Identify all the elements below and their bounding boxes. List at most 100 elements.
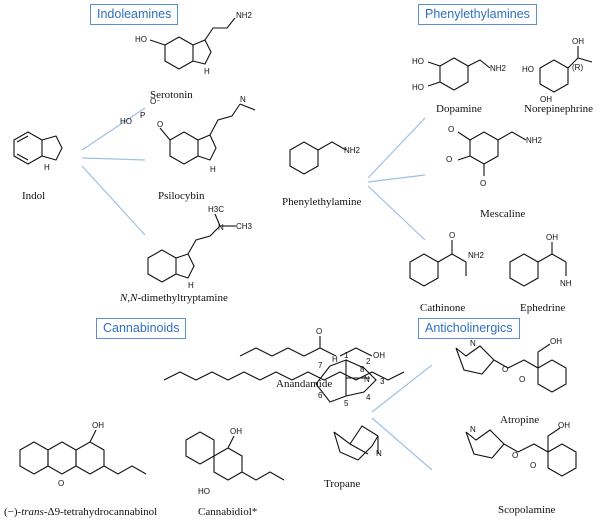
label-serotonin: Serotonin: [150, 89, 193, 101]
cathinone-o: O: [449, 231, 455, 240]
label-cathinone: Cathinone: [420, 302, 466, 314]
atropine-oh: OH: [550, 337, 562, 346]
thc-o: O: [58, 479, 64, 488]
scopolamine-o2: O: [530, 461, 536, 470]
psilocybin-nh: H: [210, 165, 216, 174]
psilocybin-o: O: [157, 120, 163, 129]
cbd-oh: OH: [230, 427, 242, 436]
serotonin-nh2: NH2: [236, 11, 253, 20]
atropine-structure: N O O OH: [455, 337, 567, 393]
thc-oh: OH: [92, 421, 104, 430]
label-dopamine: Dopamine: [436, 103, 482, 115]
atropine-o2: O: [519, 375, 525, 384]
category-anticholinergics: Anticholinergics: [418, 318, 520, 339]
tropane-num-5: 5: [344, 399, 349, 408]
anandamide-o: O: [316, 327, 322, 336]
category-cannabinoids: Cannabinoids: [96, 318, 187, 339]
psilocybin-p: P: [140, 111, 145, 120]
psilocybin-ho: HO: [120, 117, 132, 126]
label-mescaline: Mescaline: [480, 208, 526, 220]
mescaline-o3: O: [480, 179, 486, 188]
anandamide-nh: H: [332, 355, 338, 364]
label-dmt-suffix: -dimethyltryptamine: [137, 292, 228, 304]
serotonin-nh: H: [204, 67, 210, 76]
dmt-nh: H: [188, 281, 194, 290]
phenylethylamine-structure: NH2: [289, 141, 361, 175]
dopamine-structure: HO HO NH2: [412, 57, 507, 92]
tropane-num-2: 2: [366, 357, 371, 366]
label-phenylethylamine: Phenylethylamine: [282, 196, 362, 208]
label-norepinephrine: Norepinephrine: [524, 103, 594, 115]
label-indol: Indol: [22, 190, 46, 202]
indol-nh: H: [44, 163, 50, 172]
scopolamine-structure: N O O OH: [465, 421, 577, 477]
label-psilocybin: Psilocybin: [158, 190, 205, 202]
dmt-n: N: [218, 223, 224, 232]
category-indoleamines: Indoleamines: [90, 4, 179, 25]
atropine-n: N: [470, 339, 476, 348]
norepinephrine-oh: OH: [572, 37, 584, 46]
ephedrine-nh: NH: [560, 279, 572, 288]
phenylethylamine-nh2: NH2: [344, 146, 361, 155]
atropine-o: O: [502, 365, 508, 374]
tropane-num-7: 7: [318, 361, 323, 370]
label-scopolamine: Scopolamine: [498, 504, 556, 516]
label-anandamide: Anandamide: [276, 378, 333, 390]
cathinone-structure: O NH2: [409, 231, 485, 287]
cbd-structure: OH HO: [185, 427, 285, 496]
tropane3d-n: N: [376, 449, 382, 458]
tropane-num-3: 3: [380, 377, 385, 386]
indol-structure: H: [13, 131, 63, 172]
dmt-h3c: H3C: [208, 205, 224, 214]
psilocybin-n: N: [240, 95, 246, 104]
psilocybin-ominus: O⁻: [150, 97, 160, 106]
psilocybin-structure: O P HO O⁻ N H: [120, 95, 256, 174]
norepinephrine-structure: OH (R) HO OH: [522, 37, 593, 104]
label-thc-italic: trans: [21, 506, 44, 518]
dopamine-nh2: NH2: [490, 64, 507, 73]
label-dmt-prefix: N,N: [120, 292, 138, 304]
scopolamine-oh: OH: [558, 421, 570, 430]
thc-structure: OH O: [19, 421, 147, 488]
label-tropane: Tropane: [324, 478, 361, 490]
scopolamine-o: O: [512, 451, 518, 460]
tropane-num-4: 4: [366, 393, 371, 402]
norepinephrine-ho: HO: [522, 65, 534, 74]
tropane-num-8: 8: [360, 365, 365, 374]
tropane-n: N: [364, 375, 370, 384]
tropane-2d-structure: N 1 2 3 4 5 6 7 8: [315, 351, 385, 408]
cbd-ho: HO: [198, 487, 210, 496]
label-thc-prefix: (−)-: [4, 506, 22, 518]
tropane-num-6: 6: [318, 391, 323, 400]
dmt-ch3: CH3: [236, 222, 253, 231]
serotonin-structure: HO NH2 H: [135, 11, 253, 76]
category-phenylethylamines: Phenylethylamines: [418, 4, 537, 25]
dmt-structure: H3C N CH3 H: [147, 205, 253, 290]
dopamine-ho1: HO: [412, 57, 424, 66]
mescaline-o1: O: [448, 125, 454, 134]
norepinephrine-oh2: OH: [540, 95, 552, 104]
label-cannabidiol: Cannabidiol*: [198, 506, 258, 518]
mescaline-o2: O: [446, 155, 452, 164]
dopamine-ho2: HO: [412, 83, 424, 92]
label-ephedrine: Ephedrine: [520, 302, 566, 314]
label-thc-suffix: -Δ9-tetrahydrocannabinol: [43, 506, 158, 518]
anandamide-structure: O H OH: [163, 327, 405, 381]
ephedrine-structure: OH NH: [509, 233, 572, 288]
anandamide-oh: OH: [373, 351, 385, 360]
mescaline-nh2: NH2: [526, 136, 543, 145]
label-thc: (−)-trans-Δ9-tetrahydrocannabinol: [4, 506, 157, 519]
tropane-3d-structure: N: [333, 425, 382, 461]
label-dmt: N,N-dimethyltryptamine: [120, 292, 228, 305]
ephedrine-oh: OH: [546, 233, 558, 242]
mescaline-structure: O O O NH2: [446, 125, 543, 188]
serotonin-ho: HO: [135, 35, 147, 44]
tropane-num-1: 1: [344, 351, 349, 360]
connector-lines: [81, 107, 433, 471]
norepinephrine-r: (R): [572, 63, 583, 72]
scopolamine-n: N: [470, 425, 476, 434]
cathinone-nh2: NH2: [468, 251, 485, 260]
label-atropine: Atropine: [500, 414, 540, 426]
